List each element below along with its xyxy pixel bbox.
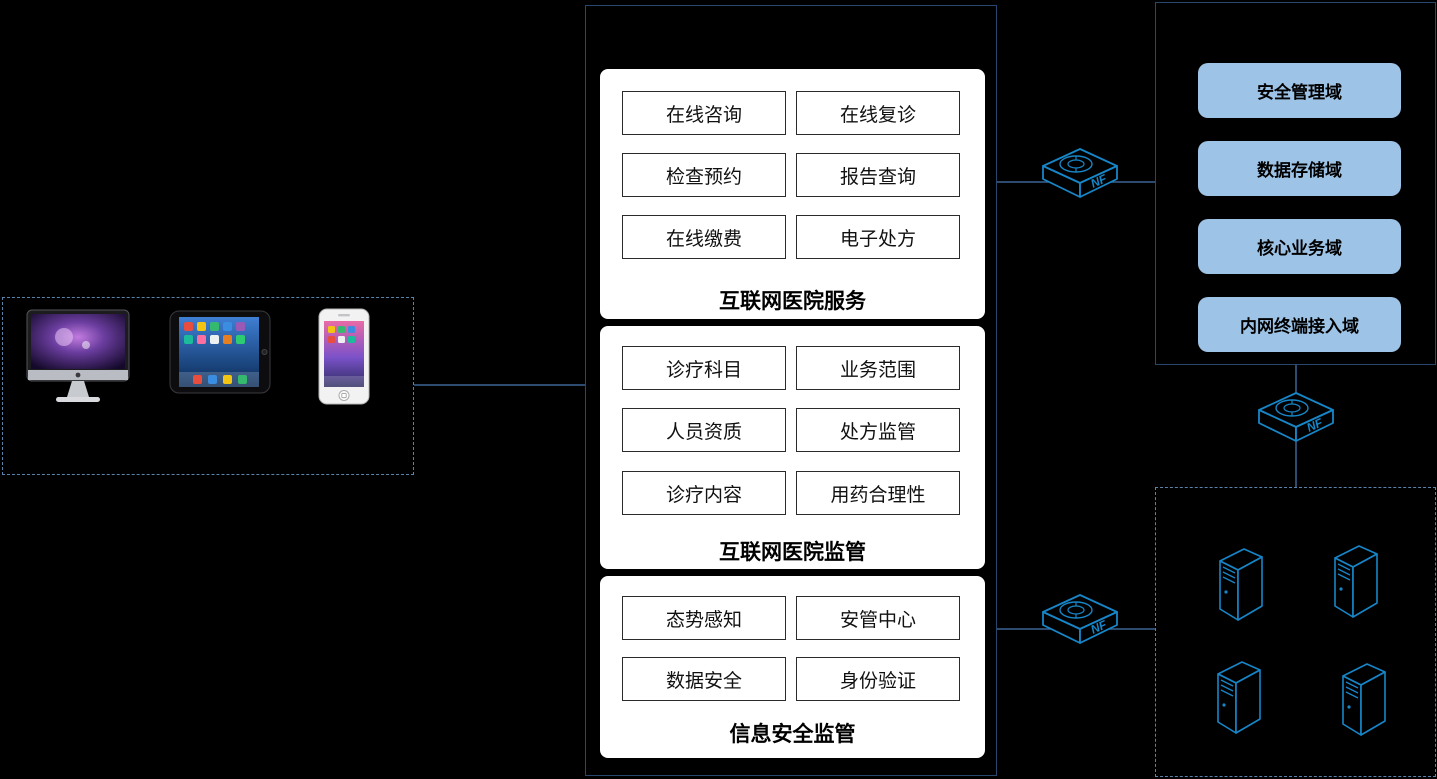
platform-box: 在线咨询 在线复诊 检查预约 报告查询 在线缴费 电子处方 互联网医院服务 诊疗…: [585, 5, 997, 776]
panel-title: 互联网医院服务: [719, 290, 866, 313]
firewall-label: NF: [1305, 415, 1326, 435]
firewall-label: NF: [1089, 617, 1110, 637]
ipad-icon: [169, 310, 271, 394]
firewall-icon: NF: [1258, 392, 1334, 442]
item-button: 人员资质: [622, 408, 786, 452]
item-button: 态势感知: [622, 596, 786, 640]
server-icon: [1342, 663, 1386, 736]
intranet-domains-box: 安全管理域 数据存储域 核心业务域 内网终端接入域: [1155, 2, 1436, 365]
item-button: 电子处方: [796, 215, 960, 259]
item-button: 业务范围: [796, 346, 960, 390]
server-group-box: [1155, 487, 1436, 777]
item-button: 在线复诊: [796, 91, 960, 135]
panel-title: 信息安全监管: [729, 723, 856, 746]
server-icon: [1217, 661, 1261, 734]
item-button: 报告查询: [796, 153, 960, 197]
domain-item: 数据存储域: [1198, 141, 1401, 196]
panel-information-security: 态势感知 安管中心 数据安全 身份验证 信息安全监管: [600, 576, 985, 758]
server-icon: [1334, 545, 1378, 618]
domain-item: 安全管理域: [1198, 63, 1401, 118]
panel-hospital-services: 在线咨询 在线复诊 检查预约 报告查询 在线缴费 电子处方 互联网医院服务: [600, 69, 985, 319]
item-button: 数据安全: [622, 657, 786, 701]
domain-item: 内网终端接入域: [1198, 297, 1401, 352]
item-button: 诊疗内容: [622, 471, 786, 515]
item-button: 处方监管: [796, 408, 960, 452]
imac-icon: [26, 309, 130, 402]
item-button: 在线咨询: [622, 91, 786, 135]
panel-hospital-supervision: 诊疗科目 业务范围 人员资质 处方监管 诊疗内容 用药合理性 互联网医院监管: [600, 326, 985, 569]
item-button: 安管中心: [796, 596, 960, 640]
firewall-icon: NF: [1042, 148, 1118, 198]
firewall-label: NF: [1089, 171, 1110, 191]
client-devices-box: [2, 297, 414, 475]
domain-item: 核心业务域: [1198, 219, 1401, 274]
iphone-icon: [318, 308, 370, 405]
item-button: 用药合理性: [796, 471, 960, 515]
item-button: 检查预约: [622, 153, 786, 197]
server-icon: [1219, 548, 1263, 621]
panel-title: 互联网医院监管: [719, 541, 866, 564]
firewall-icon: NF: [1042, 594, 1118, 644]
item-button: 诊疗科目: [622, 346, 786, 390]
item-button: 在线缴费: [622, 215, 786, 259]
item-button: 身份验证: [796, 657, 960, 701]
